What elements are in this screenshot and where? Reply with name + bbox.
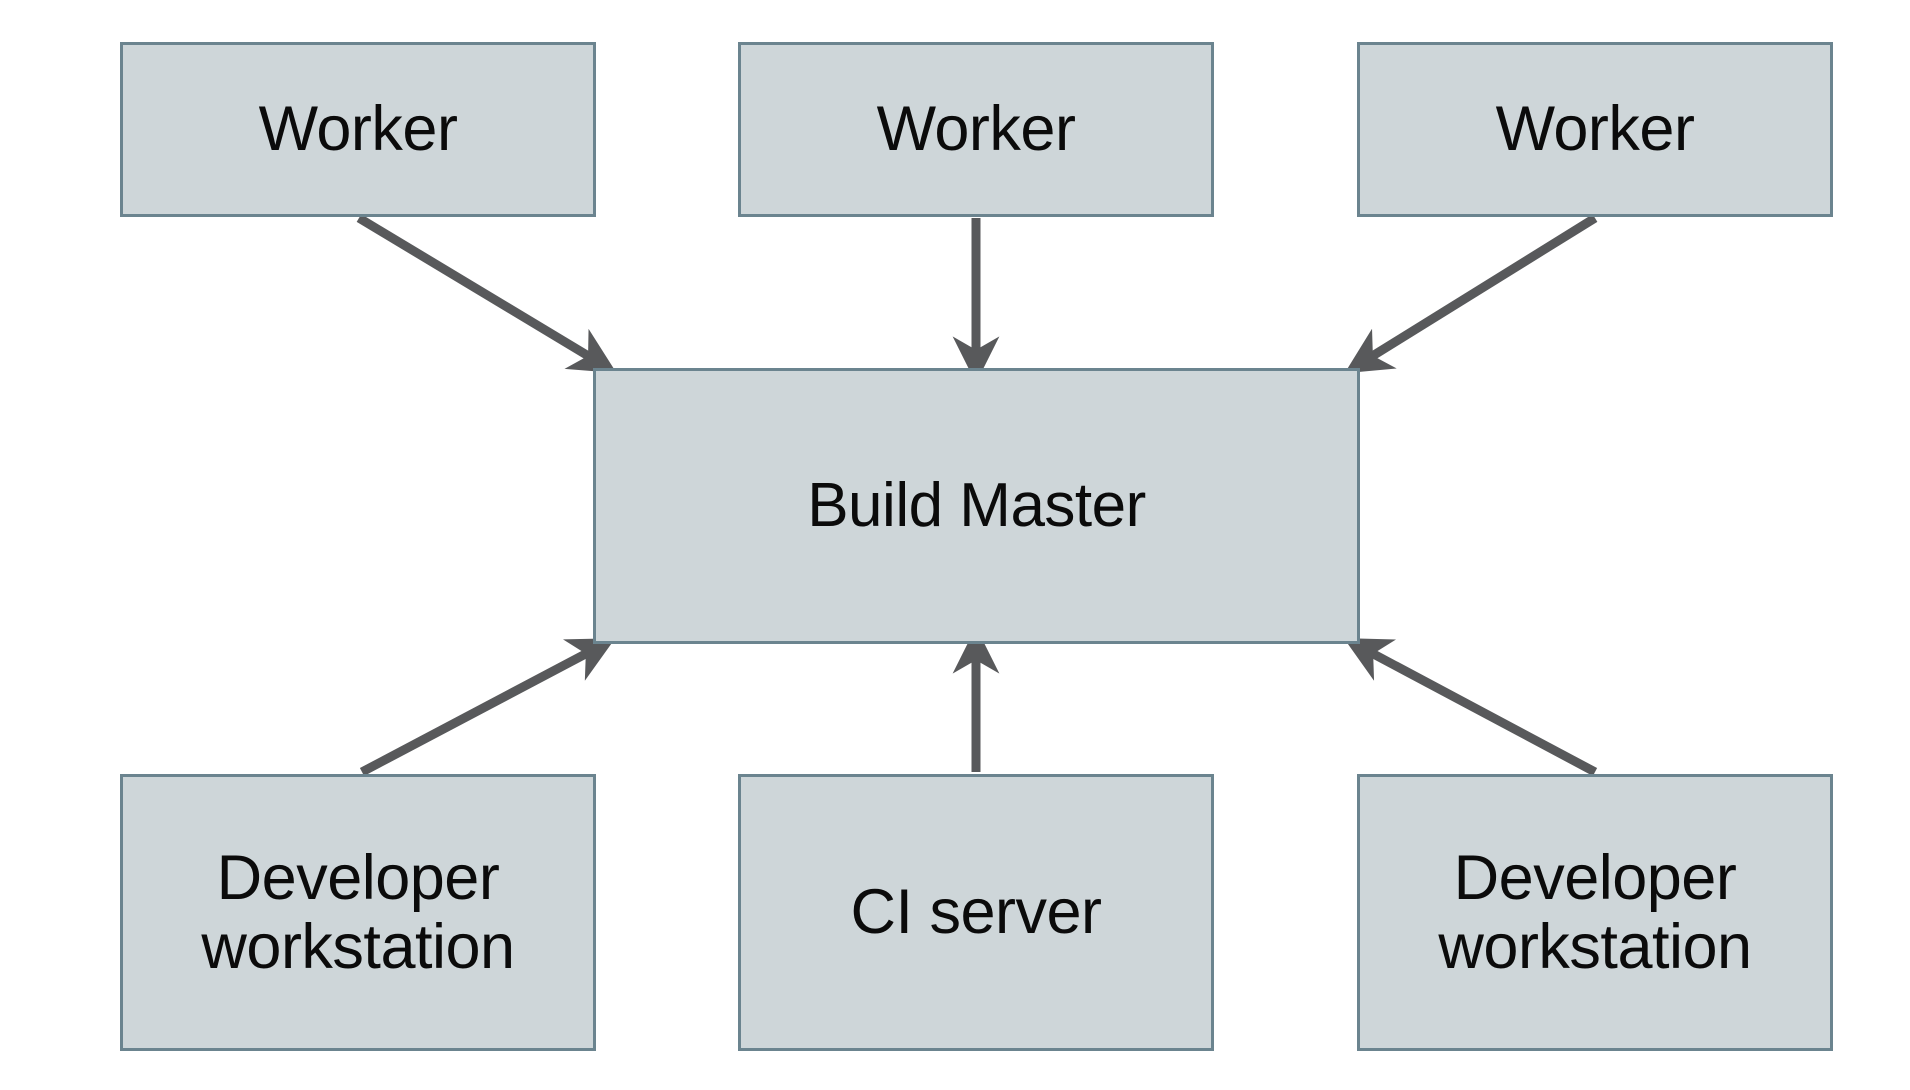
- node-worker-2-label: Worker: [876, 94, 1076, 165]
- node-build-master-label: Build Master: [807, 470, 1146, 540]
- node-ci-server-label: CI server: [850, 877, 1102, 948]
- node-build-master[interactable]: Build Master: [593, 368, 1360, 644]
- node-worker-3[interactable]: Worker: [1357, 42, 1833, 217]
- edge-dev-workstation-1: [359, 638, 616, 776]
- node-worker-2[interactable]: Worker: [738, 42, 1214, 217]
- node-developer-workstation-2[interactable]: Developer workstation: [1357, 774, 1833, 1051]
- node-developer-workstation-1-label: Developer workstation: [201, 843, 515, 982]
- node-developer-workstation-1[interactable]: Developer workstation: [120, 774, 596, 1051]
- node-worker-3-label: Worker: [1495, 94, 1695, 165]
- edge-worker-3: [1344, 214, 1598, 374]
- edge-dev-workstation-2: [1343, 638, 1598, 776]
- node-worker-1-label: Worker: [258, 94, 458, 165]
- edge-worker-1: [356, 214, 617, 373]
- node-developer-workstation-2-label: Developer workstation: [1438, 843, 1752, 982]
- node-ci-server[interactable]: CI server: [738, 774, 1214, 1051]
- node-worker-1[interactable]: Worker: [120, 42, 596, 217]
